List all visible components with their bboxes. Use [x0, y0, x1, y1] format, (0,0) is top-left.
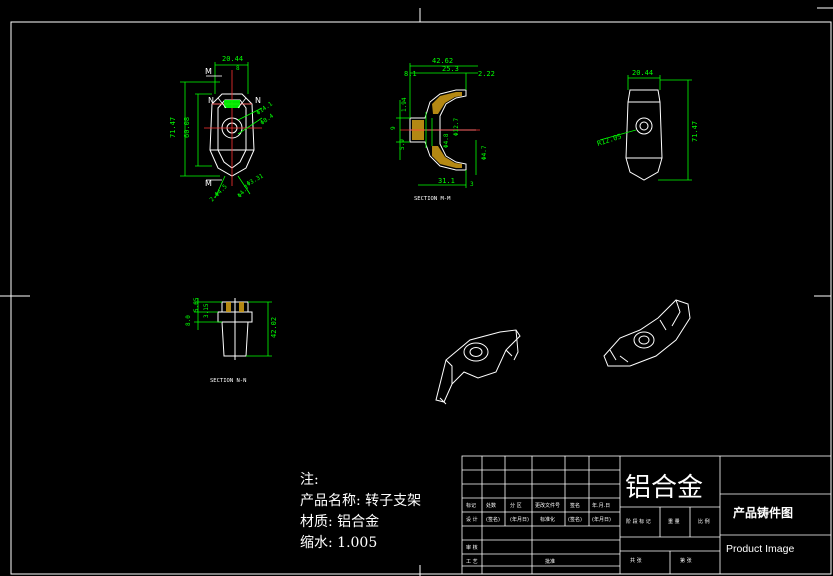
cut-mark-m-top: M	[205, 67, 212, 76]
drawing-frame	[0, 7, 833, 576]
isometric-view-2	[603, 299, 691, 367]
tb-standard-date: (年月日)	[592, 517, 611, 523]
tb-change-doc: 更改文件号	[535, 503, 561, 509]
notes-shrink: 缩水: 1.005	[300, 535, 378, 551]
mm-dim-left-2: 9	[390, 126, 397, 130]
mm-dim-top-4: 2.22	[478, 70, 495, 78]
nn-dim-left-2: 3.15	[203, 303, 210, 318]
mm-dim-mid-2: Φ12.7	[453, 118, 460, 136]
tb-date: 年.月.日	[592, 503, 611, 509]
side-view: 20.44 71.47 R12.05	[596, 69, 699, 181]
tb-design-sign: (签名)	[486, 517, 500, 523]
cut-mark-m-bottom: M	[205, 179, 212, 188]
product-image-label: Product Image	[726, 543, 795, 555]
tb-design: 设 计	[466, 517, 478, 523]
tb-weight: 重 量	[668, 519, 680, 525]
front-view: 20.44 8 71.47 60.08 Φ14.1 Φ8.4 Φ3.31 2-Φ…	[169, 55, 275, 203]
mm-dim-right-1: Φ4.7	[481, 145, 488, 160]
side-dim-radius: R12.05	[596, 132, 623, 147]
mm-dim-top-1: 42.62	[432, 57, 453, 65]
side-dim-height: 71.47	[691, 121, 699, 142]
cut-mark-n-right: N	[255, 96, 261, 105]
mm-dim-left-1: 1.94	[401, 97, 408, 112]
notes-heading: 注:	[300, 472, 319, 488]
mm-dim-mid-1: Φ4.8	[443, 133, 450, 148]
title-material: 铝合金	[625, 473, 704, 503]
tb-standard: 标准化	[540, 517, 556, 523]
section-nn-label: SECTION N-N	[210, 378, 246, 384]
cut-mark-n-left: N	[208, 96, 214, 105]
tb-design-date: (年月日)	[510, 517, 529, 523]
notes-product-name: 产品名称: 转子支架	[300, 493, 422, 509]
tb-review: 审 核	[466, 545, 478, 551]
drawing-title: 产品铸件图	[733, 506, 794, 520]
mm-dim-top-3: 25.3	[442, 65, 459, 73]
title-block-grid	[461, 455, 832, 575]
tb-stage: 阶 段 标 记	[626, 519, 651, 525]
nn-dim-right-1: 42.02	[270, 317, 278, 338]
tb-signature: 签名	[570, 503, 581, 509]
tb-approve: 批准	[545, 559, 556, 565]
notes-material: 材质: 铝合金	[300, 514, 380, 530]
mm-dim-bottom-2: 3	[470, 181, 474, 188]
nn-dim-left-3: 8.0	[185, 315, 192, 326]
front-dim-bottom-1: Φ3.31	[246, 172, 265, 187]
section-mm-view: 42.62 8.1 25.3 2.22 1.94 9 5.9 Φ4.8 Φ12.…	[390, 57, 495, 202]
nn-dim-left-1: 5.65	[193, 297, 200, 312]
side-dim-width: 20.44	[632, 69, 653, 77]
isometric-view-1	[435, 329, 521, 405]
tb-mark: 标记	[466, 503, 477, 509]
tb-scale: 比 例	[698, 519, 710, 525]
section-nn-view: 5.65 3.15 8.0 42.02 SECTION N-N	[185, 297, 278, 384]
mm-dim-bottom-1: 31.1	[438, 177, 455, 185]
drawing-notes: 注: 产品名称: 转子支架 材质: 铝合金 缩水: 1.005	[300, 470, 460, 554]
tb-total-sheets: 共 张	[630, 558, 642, 564]
front-dim-top-1: 20.44	[222, 55, 243, 63]
tb-standard-sign: (签名)	[568, 517, 582, 523]
front-dim-left-2: 60.08	[183, 117, 191, 138]
front-dim-top-2: 8	[236, 65, 240, 72]
front-dim-left-1: 71.47	[169, 117, 177, 138]
mm-dim-top-2: 8.1	[404, 70, 417, 78]
mm-dim-left-3: 5.9	[399, 139, 406, 150]
tb-sheet-no: 第 张	[680, 558, 692, 564]
tb-process: 工 艺	[466, 559, 478, 565]
tb-zone: 分 区	[510, 503, 522, 509]
section-mm-label: SECTION M-M	[414, 196, 451, 202]
tb-count: 处数	[486, 503, 497, 509]
